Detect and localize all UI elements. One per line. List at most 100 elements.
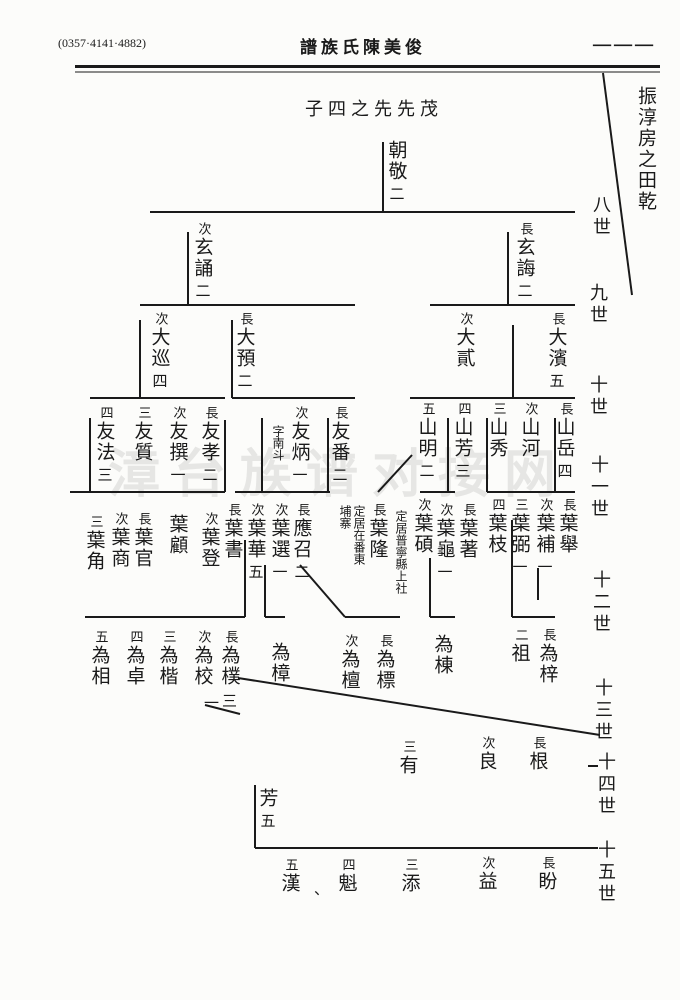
person-name: 葉選 bbox=[268, 518, 291, 560]
person-name: 山秀 bbox=[486, 417, 509, 459]
birth-order-label: 次 bbox=[195, 222, 211, 235]
person-node: 三山秀 bbox=[485, 402, 512, 459]
person-node: 為棟 bbox=[430, 634, 457, 676]
birth-order-label: 次 bbox=[342, 634, 358, 647]
branch-number: 一 bbox=[290, 467, 309, 482]
person-node: 長葉書 bbox=[220, 503, 247, 560]
person-name: 山芳 bbox=[451, 417, 474, 459]
person-name: 友番 bbox=[328, 421, 351, 463]
branch-number: 一 bbox=[510, 559, 529, 574]
person-node: 次葉選一 bbox=[267, 503, 294, 579]
person-node: 長玄誨二 bbox=[512, 222, 539, 298]
person-name: 為棟 bbox=[431, 634, 454, 676]
person-node: 長友孝二 bbox=[197, 406, 224, 482]
birth-order-label: 長 bbox=[539, 856, 555, 869]
branch-number: 一 bbox=[435, 564, 454, 579]
generation-label: 十三世 bbox=[592, 678, 613, 744]
person-name: 為相 bbox=[88, 645, 111, 687]
person-name: 葉登 bbox=[198, 527, 221, 569]
birth-order-label: 次 bbox=[479, 856, 495, 869]
person-name: 大貳 bbox=[453, 327, 476, 369]
person-name: 葉華 bbox=[244, 518, 267, 560]
birth-order-label: 長 bbox=[557, 402, 573, 415]
person-note: 定居在番東埔寨 bbox=[338, 505, 366, 565]
person-name: 大巡 bbox=[148, 327, 171, 369]
birth-order-label: 長 bbox=[332, 406, 348, 419]
person-node: 三葉弼一 bbox=[507, 498, 534, 574]
person-node: 次山河 bbox=[517, 402, 544, 459]
person-note: 定居普寧縣上社 bbox=[394, 510, 408, 594]
person-node: 長應召二 bbox=[289, 503, 316, 579]
birth-order-label: 二 bbox=[512, 628, 528, 641]
connector-line bbox=[299, 564, 346, 618]
birth-order-label: 長 bbox=[517, 222, 533, 235]
connector-line bbox=[237, 677, 601, 736]
person-name: 大預 bbox=[233, 327, 256, 369]
person-name: 益 bbox=[475, 871, 498, 892]
person-node: 葉顧 bbox=[165, 514, 192, 556]
person-name: 漢 bbox=[278, 873, 301, 894]
birth-order-label: 三 bbox=[87, 515, 103, 528]
birth-order-label: 次 bbox=[112, 512, 128, 525]
birth-order-label: 三 bbox=[135, 406, 151, 419]
birth-order-label: 五 bbox=[419, 402, 435, 415]
person-node: 長盼 bbox=[534, 856, 561, 892]
branch-number: 二 bbox=[200, 467, 219, 482]
branch-number: 四 bbox=[555, 463, 574, 478]
person-name: 葉補 bbox=[533, 513, 556, 555]
person-node: 次大貳 bbox=[452, 312, 479, 369]
person-name: 為楷 bbox=[156, 645, 179, 687]
branch-number: 五 bbox=[547, 373, 566, 388]
branch-number: 二 bbox=[387, 186, 406, 201]
person-node: 四為卓 bbox=[122, 630, 149, 687]
branch-number: 二 bbox=[235, 373, 254, 388]
birth-order-label: 三 bbox=[490, 402, 506, 415]
person-name: 山明 bbox=[415, 417, 438, 459]
person-node: 為樟 bbox=[267, 642, 294, 684]
person-node: 長大濱五 bbox=[544, 312, 571, 388]
branch-number: 五 bbox=[258, 813, 277, 828]
person-name: 為標 bbox=[373, 649, 396, 691]
birth-order-label: 三 bbox=[402, 858, 418, 871]
person-node: 次益 bbox=[474, 856, 501, 892]
person-node: 長山岳四 bbox=[552, 402, 579, 478]
branch-number: 三 bbox=[95, 467, 114, 482]
person-node: 四山芳三 bbox=[450, 402, 477, 478]
person-name: 葉碩 bbox=[411, 513, 434, 555]
person-name: 為樟 bbox=[268, 642, 291, 684]
person-node: 五漢 bbox=[277, 858, 304, 894]
person-name: 為校 bbox=[191, 645, 214, 687]
person-name: 葉角 bbox=[83, 530, 106, 572]
person-node: 長根 bbox=[525, 736, 552, 772]
person-node: 次大巡四 bbox=[147, 312, 174, 388]
birth-order-label: 四 bbox=[489, 498, 505, 511]
birth-order-label: 長 bbox=[377, 634, 393, 647]
branch-number: 一 bbox=[168, 467, 187, 482]
generation-label: 十一世 bbox=[588, 455, 609, 521]
person-node: 四魁 bbox=[334, 858, 361, 894]
branch-number: 一 bbox=[270, 564, 289, 579]
person-name: 為檀 bbox=[338, 649, 361, 691]
person-name: 為梓 bbox=[536, 643, 559, 685]
branch-number: 二 bbox=[193, 283, 212, 298]
person-name: 應召 bbox=[290, 518, 313, 560]
birth-order-label: 四 bbox=[455, 402, 471, 415]
generation-label: 十五世 bbox=[595, 840, 616, 906]
generation-label: 九世 bbox=[587, 283, 608, 327]
birth-order-label: 次 bbox=[437, 503, 453, 516]
person-node: 三為楷 bbox=[155, 630, 182, 687]
birth-order-label: 次 bbox=[248, 503, 264, 516]
birth-order-label: 長 bbox=[202, 406, 218, 419]
person-name: 魁 bbox=[335, 873, 358, 894]
annotation-mark: 一 bbox=[204, 694, 220, 712]
person-name: 友撰 bbox=[166, 421, 189, 463]
person-name: 為樸 bbox=[218, 645, 241, 687]
person-node: 長友番二 bbox=[327, 406, 354, 482]
person-node: 二祖 bbox=[507, 628, 534, 664]
person-node: 長為標 bbox=[372, 634, 399, 691]
side-branch-note: 振淳房之田乾 bbox=[635, 86, 657, 212]
person-name: 友質 bbox=[131, 421, 154, 463]
person-node: 四友法三 bbox=[92, 406, 119, 482]
birth-order-label: 次 bbox=[415, 498, 431, 511]
branch-number: 五 bbox=[246, 564, 265, 579]
